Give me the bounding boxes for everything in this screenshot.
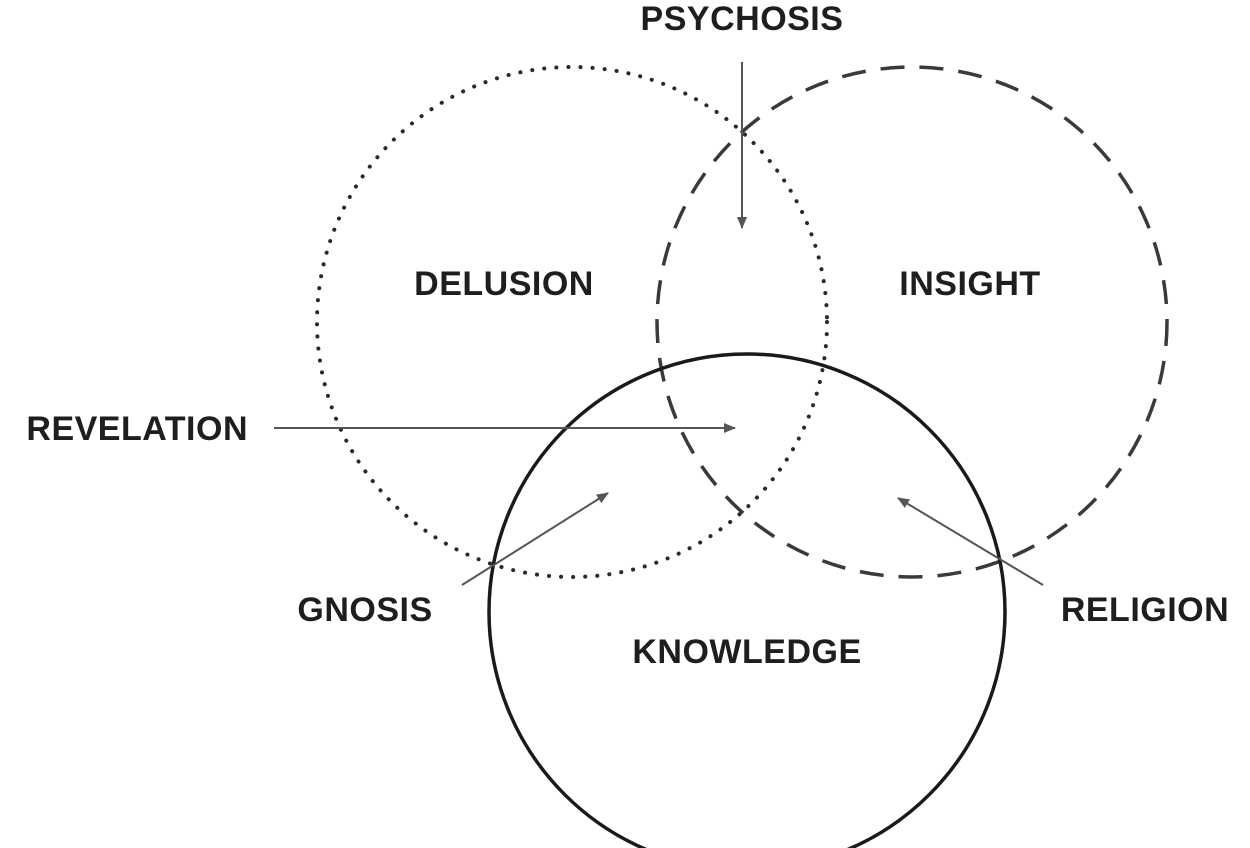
delusion-label: DELUSION: [414, 265, 594, 303]
gnosis-label: GNOSIS: [297, 591, 432, 629]
religion-label: RELIGION: [1061, 591, 1229, 629]
revelation-label: REVELATION: [26, 410, 248, 448]
delusion-circle: [315, 65, 829, 579]
insight-label: INSIGHT: [899, 265, 1040, 303]
religion-arrow: [897, 497, 1044, 586]
knowledge-circle: [487, 352, 1007, 848]
knowledge-label: KNOWLEDGE: [632, 633, 861, 671]
insight-circle: [655, 65, 1169, 579]
gnosis-arrow: [461, 492, 609, 586]
psychosis-label: PSYCHOSIS: [641, 0, 844, 38]
